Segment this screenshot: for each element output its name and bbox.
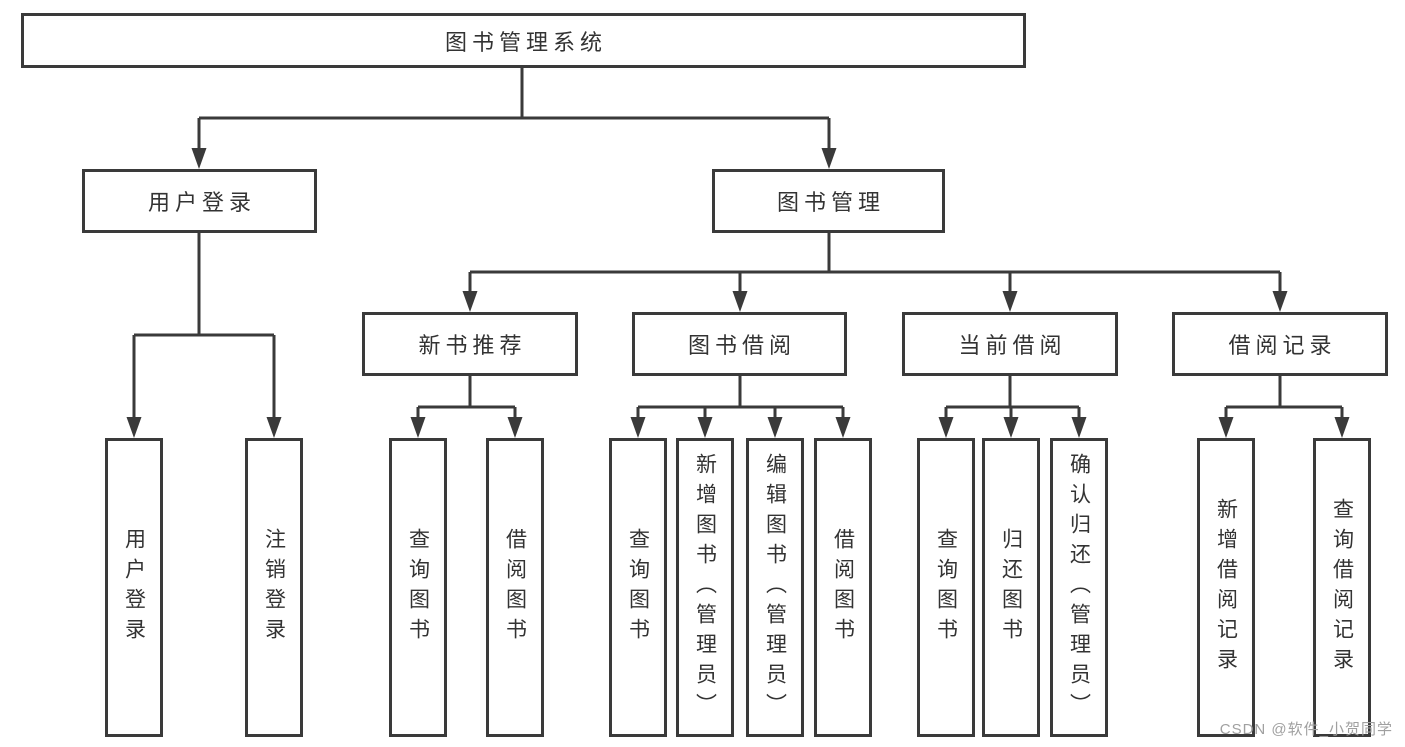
node-borrow-records: 借阅记录 <box>1172 312 1388 376</box>
leaf-borrow-borrow-book: 借阅图书 <box>814 438 872 737</box>
node-user-login-label: 用户登录 <box>147 190 256 215</box>
leaf-user-login: 用户登录 <box>105 438 163 737</box>
leaf-label: 查询图书 <box>406 527 430 648</box>
leaf-current-return-book: 归还图书 <box>982 438 1040 737</box>
leaf-label: 查询图书 <box>934 527 958 648</box>
node-book-management: 图书管理 <box>712 169 945 233</box>
leaf-label: 新增借阅记录 <box>1214 497 1238 678</box>
leaf-records-query-record: 查询借阅记录 <box>1313 438 1371 737</box>
leaf-borrow-edit-book-admin: 编辑图书（管理员） <box>746 438 804 737</box>
node-book-management-label: 图书管理 <box>776 190 885 215</box>
leaf-label: 编辑图书（管理员） <box>763 452 787 723</box>
node-user-login: 用户登录 <box>82 169 317 233</box>
node-current-borrow-label: 当前借阅 <box>958 333 1067 358</box>
leaf-label: 查询借阅记录 <box>1330 497 1354 678</box>
node-new-book-recommend: 新书推荐 <box>362 312 578 376</box>
leaf-label: 借阅图书 <box>503 527 527 648</box>
node-root: 图书管理系统 <box>21 13 1026 68</box>
node-book-borrow: 图书借阅 <box>632 312 847 376</box>
node-borrow-records-label: 借阅记录 <box>1228 333 1337 358</box>
leaf-recommend-borrow-book: 借阅图书 <box>486 438 544 737</box>
leaf-borrow-query-book: 查询图书 <box>609 438 667 737</box>
leaf-current-query-book: 查询图书 <box>917 438 975 737</box>
leaf-current-confirm-return-admin: 确认归还（管理员） <box>1050 438 1108 737</box>
leaf-borrow-add-book-admin: 新增图书（管理员） <box>676 438 734 737</box>
leaf-label: 归还图书 <box>999 527 1023 648</box>
leaf-label: 新增图书（管理员） <box>693 452 717 723</box>
leaf-label: 用户登录 <box>122 527 146 648</box>
node-new-book-recommend-label: 新书推荐 <box>418 333 527 358</box>
leaf-label: 查询图书 <box>626 527 650 648</box>
leaf-label: 确认归还（管理员） <box>1067 452 1091 723</box>
node-current-borrow: 当前借阅 <box>902 312 1118 376</box>
node-root-label: 图书管理系统 <box>444 29 607 55</box>
csdn-watermark: CSDN @软件_小贺同学 <box>1219 721 1393 738</box>
leaf-records-add-record: 新增借阅记录 <box>1197 438 1255 737</box>
leaf-logout-login: 注销登录 <box>245 438 303 737</box>
leaf-label: 注销登录 <box>262 527 286 648</box>
node-book-borrow-label: 图书借阅 <box>687 333 796 358</box>
leaf-label: 借阅图书 <box>831 527 855 648</box>
leaf-recommend-query-book: 查询图书 <box>389 438 447 737</box>
